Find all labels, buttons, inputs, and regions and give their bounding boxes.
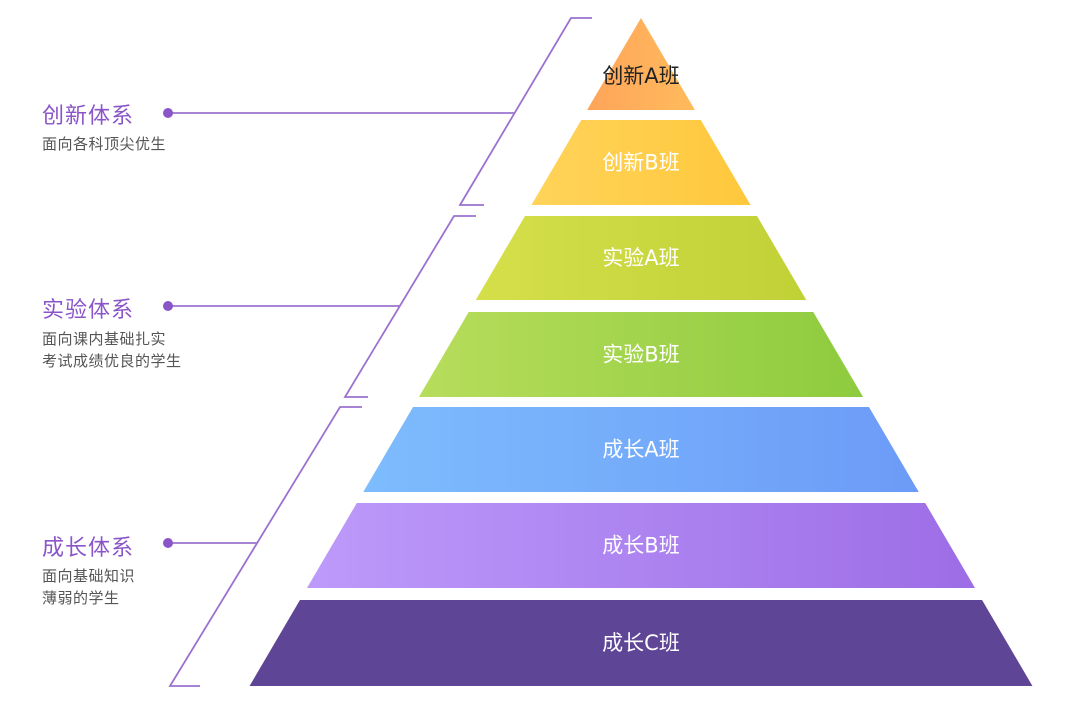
system-brackets [163,17,592,687]
pyramid-tier-6 [306,503,976,588]
tier-label: 实验B班 [602,343,679,367]
system-bracket-1 [458,17,592,206]
tier-label: 成长A班 [602,438,679,462]
description-line: 面向各科顶尖优生 [42,135,167,153]
connector-dot [163,108,173,118]
system-title-innovation: 创新体系 [42,104,135,129]
description-line: 考试成绩优良的学生 [42,352,182,370]
tier-label: 成长C班 [602,631,680,655]
tier-label: 创新A班 [602,64,679,88]
system-bracket-3 [168,406,362,687]
system-title-growth: 成长体系 [42,536,135,561]
pyramid-tier-3 [475,216,807,300]
tier-label: 创新B班 [602,151,679,175]
pyramid-tier-5 [363,407,919,492]
system-description-growth: 面向基础知识 薄弱的学生 [42,565,135,609]
pyramid-tier-4 [418,312,864,397]
system-description-experimental: 面向课内基础扎实 考试成绩优良的学生 [42,328,182,372]
connector-dot [163,538,173,548]
pyramid-tier-1 [587,18,695,110]
pyramid-tier-7 [249,600,1033,686]
description-line: 薄弱的学生 [42,589,120,607]
tier-label: 成长B班 [602,534,679,558]
description-line: 面向课内基础扎实 [42,330,167,348]
tier-label: 实验A班 [602,246,679,270]
system-description-innovation: 面向各科顶尖优生 [42,133,166,155]
description-line: 面向基础知识 [42,567,136,585]
system-title-experimental: 实验体系 [42,298,135,323]
pyramid-tier-2 [531,120,751,205]
connector-dot [163,301,173,311]
